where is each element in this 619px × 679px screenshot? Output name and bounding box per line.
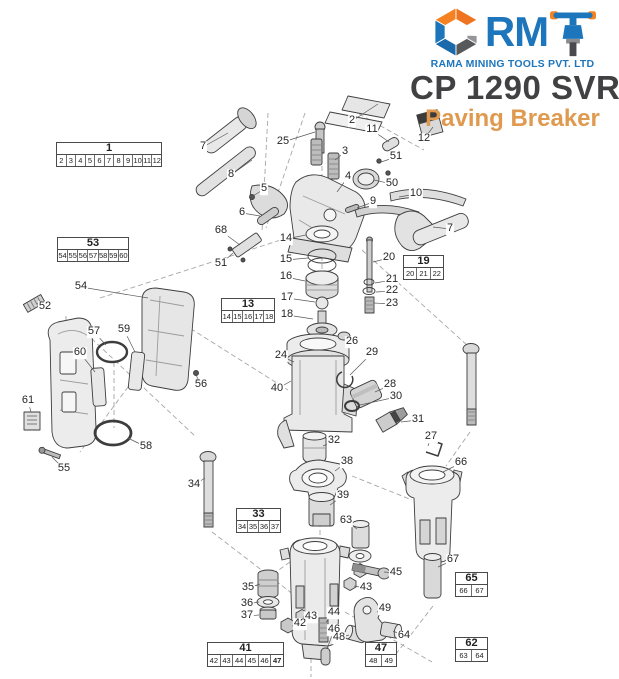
rmt-logo: RM — [410, 2, 615, 62]
logo-rm-text: RM — [484, 8, 549, 55]
rmt-hexagon-icon — [433, 6, 478, 58]
company-name: RAMA MINING TOOLS PVT. LTD — [430, 58, 595, 70]
product-subtitle: Paving Breaker — [425, 104, 600, 132]
brand-header: RM RAMA MINING TOOLS PVT. LTD CP 1290 SV… — [410, 2, 619, 132]
jackhammer-icon — [550, 11, 597, 57]
model-title: CP 1290 SVR — [410, 69, 619, 106]
